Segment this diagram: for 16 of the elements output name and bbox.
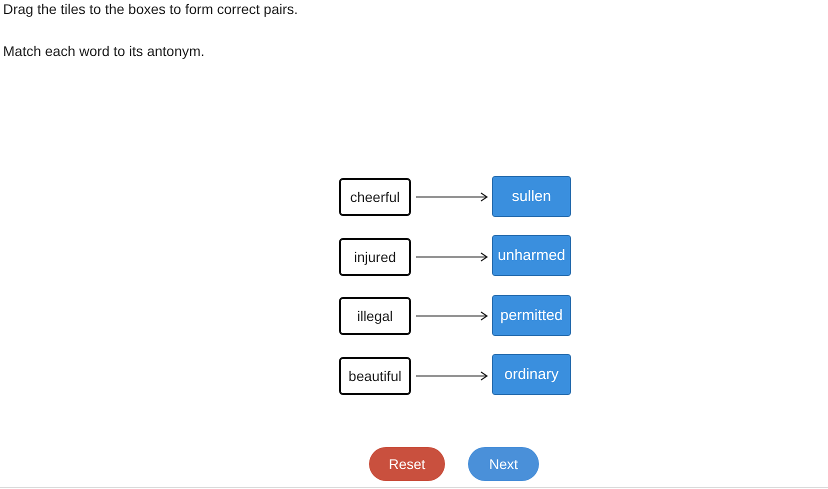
answer-box: sullen (492, 176, 571, 217)
reset-button: Reset (369, 447, 445, 481)
arrow (416, 252, 488, 262)
arrow (416, 371, 488, 381)
instruction-text: Match each word to its antonym. (3, 43, 205, 59)
word-tile: illegal (339, 297, 411, 335)
answer-box: permitted (492, 295, 571, 336)
word-tile: cheerful (339, 178, 411, 216)
answer-box: unharmed (492, 235, 571, 276)
arrow (416, 192, 488, 202)
arrow (416, 311, 488, 321)
word-tile: beautiful (339, 357, 411, 395)
answer-box: ordinary (492, 354, 571, 395)
next-button: Next (468, 447, 539, 481)
instruction-text: Drag the tiles to the boxes to form correct pairs. (3, 1, 298, 17)
word-tile: injured (339, 238, 411, 276)
